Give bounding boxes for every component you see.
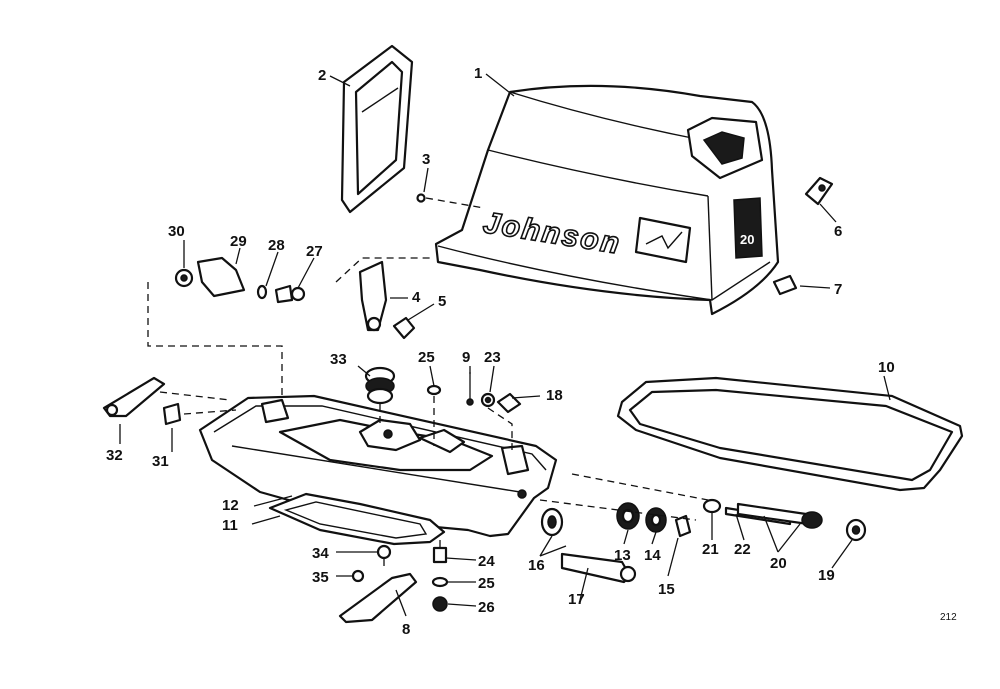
hood-badge-text: 20 [740, 232, 754, 247]
clip-21 [702, 498, 722, 514]
callout-8: 8 [402, 621, 410, 638]
callout-19: 19 [818, 567, 835, 584]
gear-14 [645, 507, 667, 533]
nut-23 [480, 392, 496, 408]
callout-9: 9 [462, 349, 470, 366]
latch-29 [196, 256, 246, 298]
motor-hood: 20 Johnson [434, 84, 780, 316]
latch-lever-6 [804, 176, 834, 206]
bushing-16 [540, 507, 564, 537]
callout-7: 7 [834, 281, 842, 298]
callout-5: 5 [438, 293, 446, 310]
screw-9 [466, 372, 474, 406]
rear-seal-frame [340, 44, 414, 214]
callout-29: 29 [230, 233, 247, 250]
callout-14: 14 [644, 547, 661, 564]
callout-32: 32 [106, 447, 123, 464]
callout-15: 15 [658, 581, 675, 598]
bushing-5 [392, 316, 416, 340]
callout-23: 23 [484, 349, 501, 366]
cap-15 [674, 514, 692, 538]
callout-25-top: 25 [418, 349, 435, 366]
callout-13: 13 [614, 547, 631, 564]
callout-24: 24 [478, 553, 495, 570]
callout-31: 31 [152, 453, 169, 470]
callout-2: 2 [318, 67, 326, 84]
stud-24 [432, 540, 448, 564]
callout-10: 10 [878, 359, 895, 376]
rubber-seal-10 [616, 376, 964, 492]
callout-11: 11 [222, 517, 238, 534]
retainer-7 [772, 274, 798, 296]
callout-12: 12 [222, 497, 239, 514]
knob-19 [845, 518, 867, 542]
latch-bracket-4 [358, 260, 388, 332]
callout-18: 18 [546, 387, 563, 404]
gear-13 [616, 502, 640, 530]
callout-30: 30 [168, 223, 185, 240]
bracket-32 [102, 376, 166, 418]
nut-26 [432, 596, 448, 612]
washer-25-top [426, 384, 442, 396]
callout-21: 21 [702, 541, 719, 558]
rod-assembly-20 [736, 502, 823, 529]
callout-16: 16 [528, 557, 545, 574]
callout-labels: 1 2 3 4 5 6 7 8 9 10 11 12 13 14 15 16 1… [106, 65, 895, 638]
bracket-8 [338, 572, 418, 624]
callout-6: 6 [834, 223, 842, 240]
nut-30 [174, 268, 194, 288]
screw-3 [416, 193, 485, 209]
callout-35: 35 [312, 569, 329, 586]
callout-28: 28 [268, 237, 285, 254]
callout-27: 27 [306, 243, 323, 260]
gasket-11 [268, 492, 446, 546]
callout-22: 22 [734, 541, 751, 558]
callout-26: 26 [478, 599, 495, 616]
callout-25-bottom: 25 [478, 575, 495, 592]
screw-34 [376, 544, 392, 566]
clip-31 [162, 402, 182, 426]
washer-25-bottom [431, 576, 449, 588]
callout-3: 3 [422, 151, 430, 168]
callout-33: 33 [330, 351, 347, 368]
callout-34: 34 [312, 545, 329, 562]
screw-27 [274, 284, 306, 304]
washer-28 [256, 284, 268, 300]
callout-1: 1 [474, 65, 482, 82]
figure-number: 212 [940, 612, 957, 623]
callout-20: 20 [770, 555, 787, 572]
clip-18 [496, 392, 522, 414]
leader-lines [119, 73, 891, 617]
shaft-17 [560, 552, 637, 584]
callout-17: 17 [568, 591, 585, 608]
screw-35 [351, 569, 365, 583]
lower-motor-cover [198, 394, 558, 538]
grommet-33 [364, 366, 396, 428]
callout-4: 4 [412, 289, 421, 306]
